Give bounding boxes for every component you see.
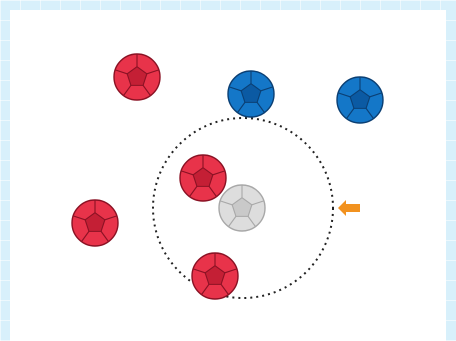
blue-ball-1[interactable]: [227, 70, 275, 118]
target-ring: [152, 117, 334, 299]
arrow-left-icon[interactable]: [338, 200, 360, 216]
red-ball-1[interactable]: [113, 53, 161, 101]
red-ball-3[interactable]: [71, 199, 119, 247]
blue-ball-2[interactable]: [336, 76, 384, 124]
red-ball-2[interactable]: [179, 154, 227, 202]
target-ball[interactable]: [218, 184, 266, 232]
red-ball-4[interactable]: [191, 252, 239, 300]
balls-layer: [71, 53, 384, 300]
